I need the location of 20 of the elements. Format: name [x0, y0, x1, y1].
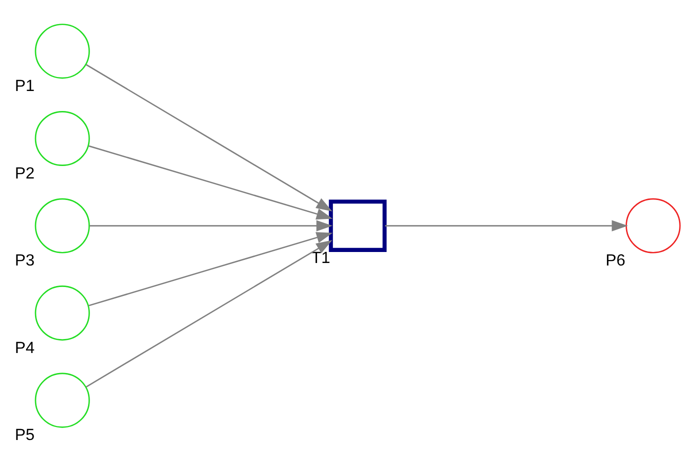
- arrow: [86, 64, 332, 211]
- node-label: T1: [311, 248, 330, 266]
- node-circle: [34, 23, 90, 78]
- node-label: P3: [14, 251, 35, 270]
- node-label: P4: [14, 338, 35, 356]
- node-circle: [626, 198, 681, 253]
- arrow: [88, 232, 333, 306]
- node-circle: [34, 110, 90, 166]
- node-label: P1: [14, 76, 35, 94]
- node-box: [328, 199, 387, 252]
- node-label: P2: [14, 164, 35, 182]
- arrow: [86, 240, 332, 387]
- arrow: [88, 144, 333, 219]
- arrow: [90, 220, 333, 231]
- arrow: [385, 220, 628, 231]
- node-circle: [34, 285, 90, 340]
- node-circle: [34, 372, 90, 428]
- node-label: P6: [606, 251, 626, 270]
- node-label: P5: [14, 426, 35, 444]
- node-circle: [34, 198, 90, 253]
